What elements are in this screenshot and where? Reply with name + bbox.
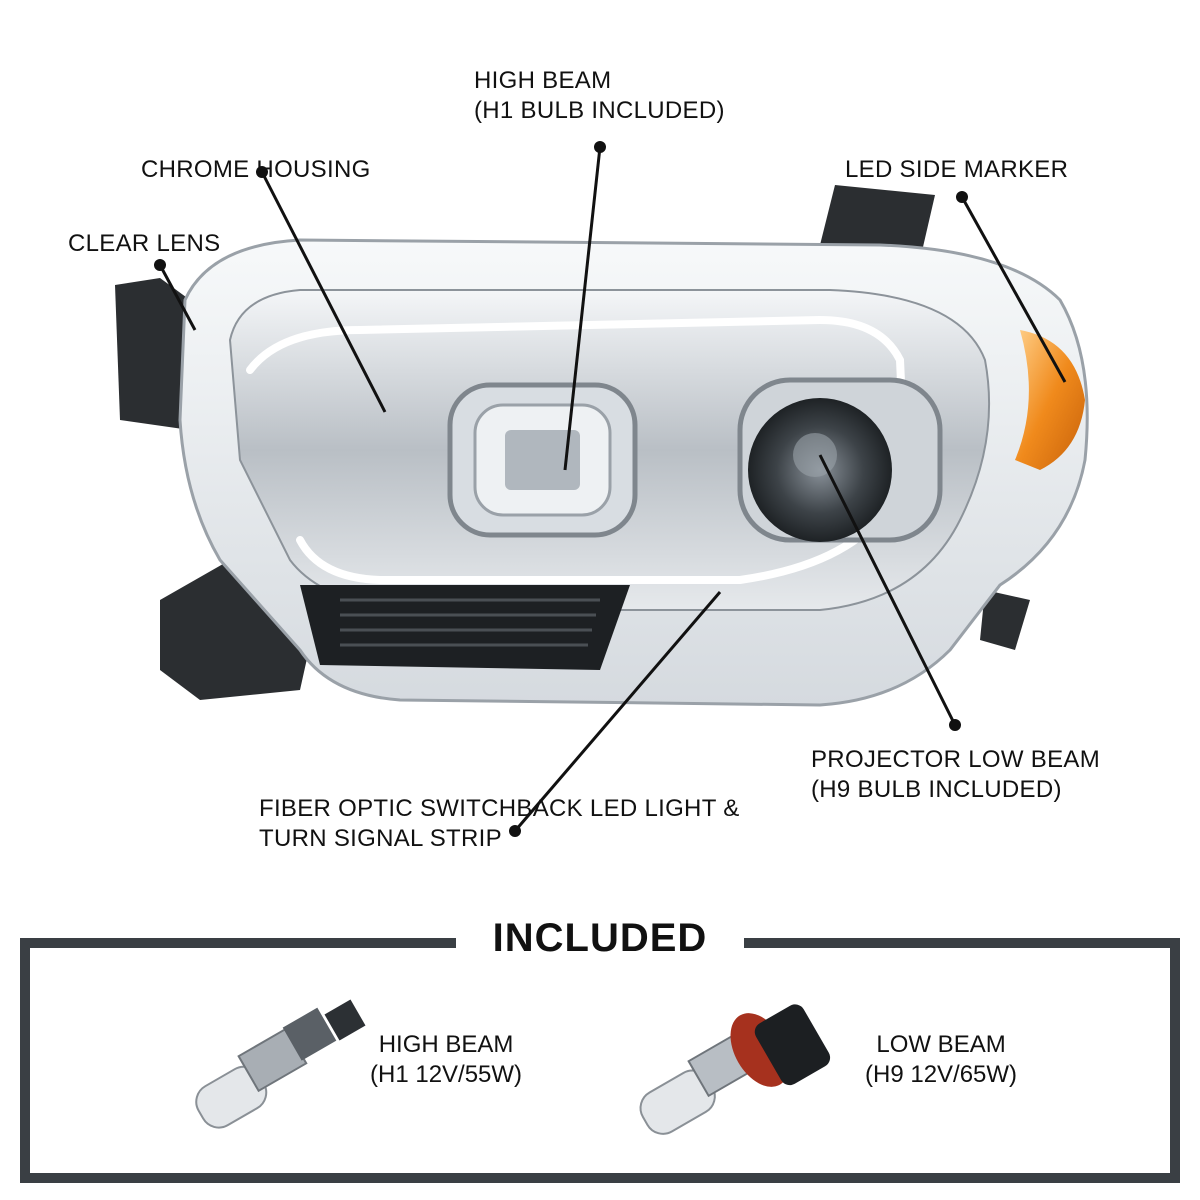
- included-frame-top-left: [20, 938, 456, 948]
- callout-chrome-housing: CHROME HOUSING: [141, 155, 371, 185]
- bulb-high-beam-line2: (H1 12V/55W): [370, 1061, 523, 1088]
- projector-low-beam: [737, 377, 943, 543]
- h1-bulb-icon: [195, 999, 366, 1129]
- callout-fiber-optic-line2: TURN SIGNAL STRIP: [259, 825, 502, 852]
- callout-high-beam-line1: HIGH BEAM: [474, 67, 612, 94]
- lower-vent: [300, 585, 630, 670]
- included-bulb-low-beam: LOW BEAM (H9 12V/65W): [865, 1030, 1017, 1090]
- callout-projector-low-beam: PROJECTOR LOW BEAM (H9 BULB INCLUDED): [811, 745, 1100, 805]
- included-bulb-high-beam: HIGH BEAM (H1 12V/55W): [370, 1030, 522, 1090]
- callout-clear-lens-line1: CLEAR LENS: [68, 230, 221, 257]
- bulb-low-beam-line1: LOW BEAM: [876, 1031, 1006, 1058]
- included-frame: [20, 938, 1180, 1183]
- bulb-low-beam-line2: (H9 12V/65W): [865, 1061, 1018, 1088]
- callout-projector-low-beam-line1: PROJECTOR LOW BEAM: [811, 746, 1100, 773]
- h9-bulb-icon: [639, 1004, 831, 1135]
- callout-fiber-optic: FIBER OPTIC SWITCHBACK LED LIGHT & TURN …: [259, 794, 740, 854]
- amber-side-marker: [1015, 330, 1085, 470]
- callout-chrome-housing-line1: CHROME HOUSING: [141, 156, 371, 183]
- callout-projector-low-beam-line2: (H9 BULB INCLUDED): [811, 776, 1062, 803]
- callout-led-side-marker: LED SIDE MARKER: [845, 155, 1068, 185]
- callout-high-beam: HIGH BEAM (H1 BULB INCLUDED): [474, 66, 725, 126]
- callout-lines: [154, 141, 1067, 837]
- callout-fiber-optic-line1: FIBER OPTIC SWITCHBACK LED LIGHT &: [259, 795, 740, 822]
- callout-clear-lens: CLEAR LENS: [68, 229, 220, 259]
- bulb-high-beam-line1: HIGH BEAM: [378, 1031, 514, 1058]
- included-frame-top-right: [744, 938, 1180, 948]
- callout-high-beam-line2: (H1 BULB INCLUDED): [474, 97, 725, 124]
- included-title: INCLUDED: [492, 916, 708, 960]
- callout-led-side-marker-line1: LED SIDE MARKER: [845, 156, 1069, 183]
- high-beam-reflector: [447, 382, 638, 538]
